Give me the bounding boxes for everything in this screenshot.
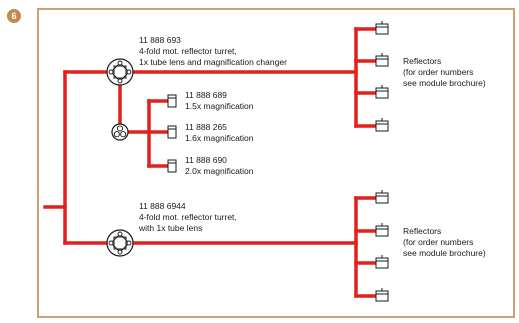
reflector-turret-icon bbox=[106, 229, 134, 257]
lens-icon bbox=[167, 159, 177, 173]
diagram-frame bbox=[37, 8, 515, 318]
upper-reflectors-title: Reflectors bbox=[403, 56, 441, 66]
connector-lines bbox=[43, 27, 378, 298]
reflector-turret-icon bbox=[106, 58, 134, 86]
mag-option-3-label: 2.0x magnification bbox=[185, 166, 254, 176]
lower-reflectors-title: Reflectors bbox=[403, 226, 441, 236]
reflector-cube-icon bbox=[375, 118, 389, 132]
magnification-changer-icon bbox=[111, 123, 129, 141]
reflector-cube-icon bbox=[375, 85, 389, 99]
lower-reflectors-note-line1: (for order numbers bbox=[403, 237, 473, 247]
reflector-cube-icons bbox=[375, 21, 389, 302]
lens-icon bbox=[167, 94, 177, 108]
lens-icon bbox=[167, 125, 177, 139]
upper-turret-description-line1: 4-fold mot. reflector turret, bbox=[139, 46, 237, 56]
reflector-cube-icon bbox=[375, 255, 389, 269]
upper-reflectors-note-line1: (for order numbers bbox=[403, 67, 473, 77]
mag-option-2-label: 1.6x magnification bbox=[185, 133, 254, 143]
lower-reflectors-note-line2: see module brochure) bbox=[403, 248, 486, 258]
reflector-cube-icon bbox=[375, 190, 389, 204]
reflector-cube-icon bbox=[375, 53, 389, 67]
upper-turret-description-line2: 1x tube lens and magnification changer bbox=[139, 57, 287, 67]
upper-reflectors-note-line2: see module brochure) bbox=[403, 78, 486, 88]
mag-option-2-order-number: 11 888 265 bbox=[185, 122, 227, 132]
mag-option-1-label: 1.5x magnification bbox=[185, 101, 254, 111]
lower-turret-description-line2: with 1x tube lens bbox=[138, 223, 202, 233]
mag-option-1-order-number: 11 888 689 bbox=[185, 90, 227, 100]
reflector-cube-icon bbox=[375, 223, 389, 237]
lower-turret-description-line1: 4-fold mot. reflector turret, bbox=[139, 212, 237, 222]
step-badge: 6 bbox=[7, 9, 21, 23]
upper-turret-order-number: 11 888 693 bbox=[139, 35, 181, 45]
lens-icons bbox=[167, 94, 177, 173]
mag-option-3-order-number: 11 888 690 bbox=[185, 155, 227, 165]
reflector-cube-icon bbox=[375, 288, 389, 302]
lower-turret-order-number: 11 888 6944 bbox=[139, 201, 186, 211]
reflector-cube-icon bbox=[375, 21, 389, 35]
